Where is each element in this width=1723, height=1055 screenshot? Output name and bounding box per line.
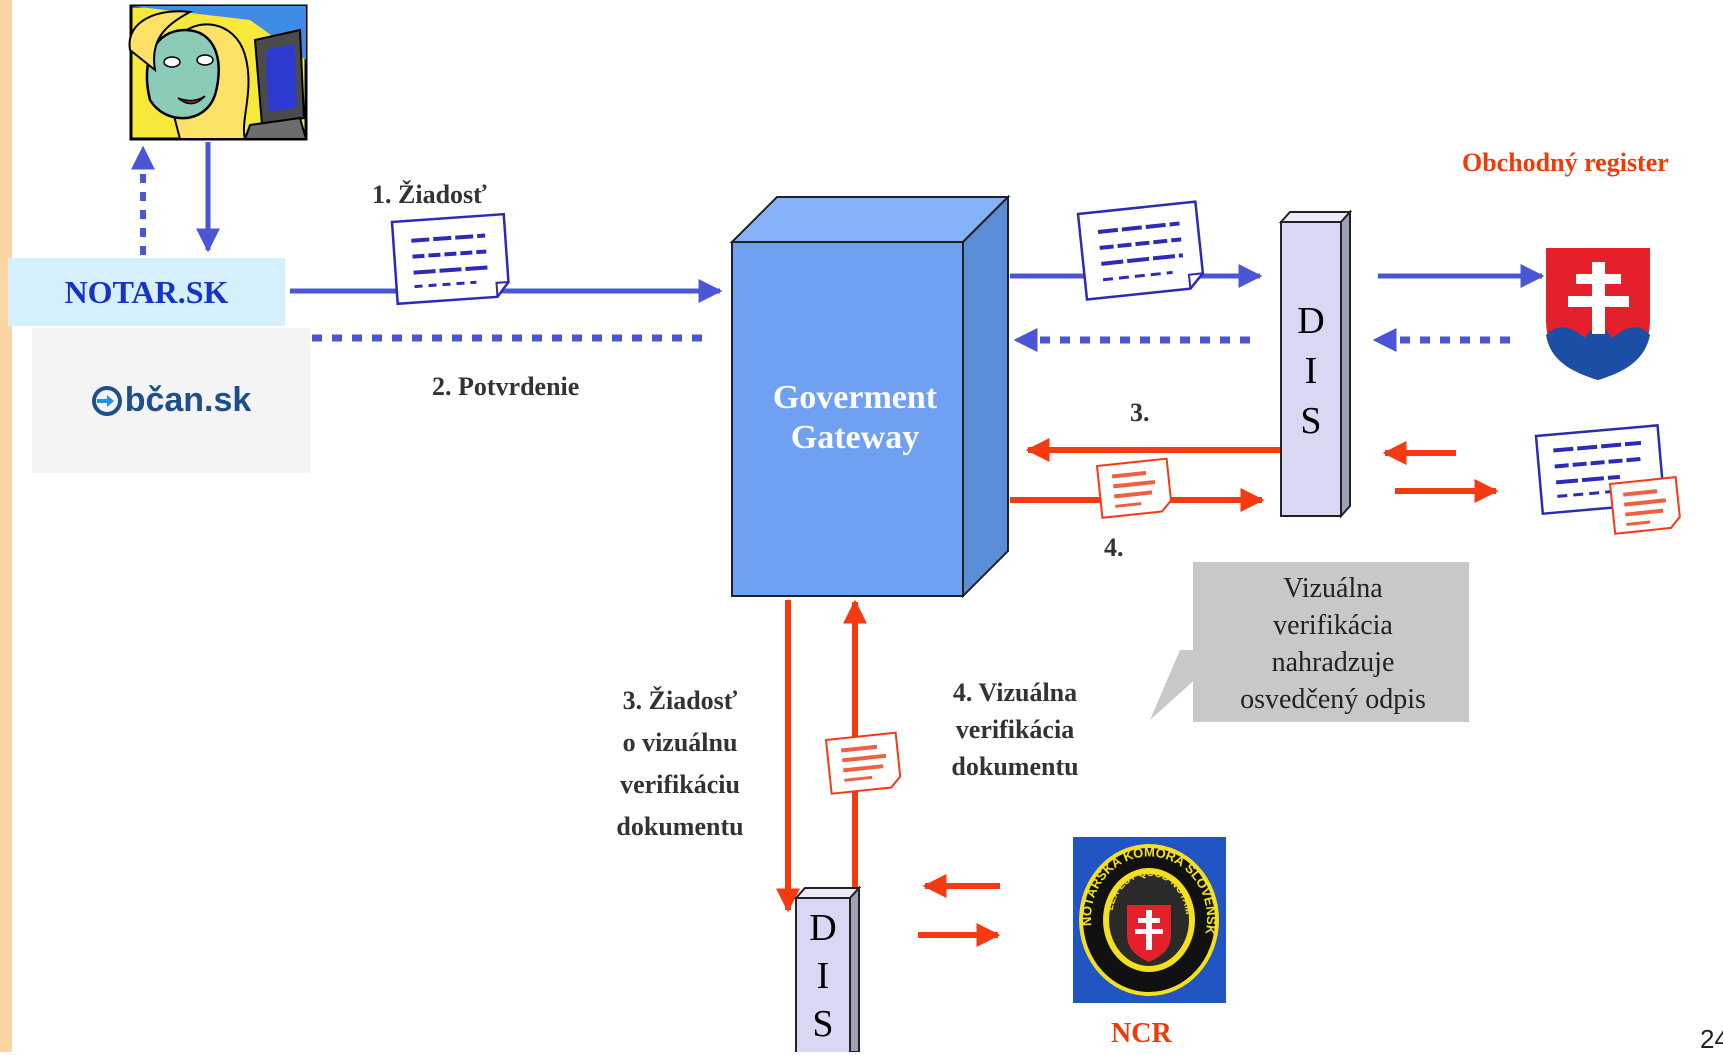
register-label: Obchodný register <box>1462 148 1669 177</box>
register-verification-doc-icon <box>1608 476 1681 535</box>
login-arrow-icon <box>91 385 122 416</box>
dis-right-box <box>1278 209 1353 519</box>
callout-box <box>1150 562 1469 722</box>
obcan-logo-text: bčan.sk <box>91 381 252 420</box>
step4-line: verifikácia <box>955 715 1075 744</box>
notar-sk-node: NOTAR.SK <box>8 258 285 326</box>
callout-line: verifikácia <box>1273 610 1393 641</box>
dis-bottom-letter: D <box>809 907 837 949</box>
obcan-logo: bčan.sk <box>32 328 310 473</box>
obcan-label: bčan.sk <box>124 381 252 419</box>
confirmation-label: 2. Potvrdenie <box>432 372 580 401</box>
dis-right-letter: I <box>1304 350 1318 392</box>
callout-line: nahradzuje <box>1271 647 1395 678</box>
verification-document-icon <box>1095 457 1173 519</box>
step3-line: verifikáciu <box>620 770 740 799</box>
ncr-label: NCR <box>1111 1018 1172 1049</box>
government-gateway-box <box>729 194 1011 599</box>
dis-bottom-label: D I S <box>796 904 850 1048</box>
step3-description: 3. Žiadosť o vizuálnu verifikáciu dokume… <box>590 680 770 848</box>
forwarded-document-icon <box>1076 200 1205 301</box>
step3-line: dokumentu <box>616 812 744 841</box>
callout-line: osvedčený odpis <box>1240 684 1426 715</box>
dis-right-letter: D <box>1297 300 1325 342</box>
notar-sk-label: NOTAR.SK <box>64 273 229 310</box>
dis-right-label: D I S <box>1281 296 1341 446</box>
callout-text: Vizuálna verifikácia nahradzuje osvedčen… <box>1195 570 1471 718</box>
page-number: 24 <box>1700 1024 1723 1054</box>
dis-bottom-box <box>793 885 862 1052</box>
slovak-coat-of-arms-icon <box>1546 248 1650 380</box>
dis-bottom-letter: I <box>816 955 830 997</box>
dis-bottom-letter: S <box>812 1003 834 1045</box>
request-document-icon <box>390 212 510 306</box>
request-label: 1. Žiadosť <box>372 180 487 209</box>
step3-line: o vizuálnu <box>622 728 738 757</box>
step4-line: 4. Vizuálna <box>952 678 1078 707</box>
step4-line: dokumentu <box>951 752 1079 781</box>
user-at-computer-image <box>128 4 308 141</box>
dis-right-letter: S <box>1300 400 1322 442</box>
vertical-verification-doc-icon <box>824 731 902 795</box>
callout-line: Vizuálna <box>1283 573 1383 604</box>
step4-description: 4. Vizuálna verifikácia dokumentu <box>925 674 1105 785</box>
step3-label: 3. <box>1130 398 1150 427</box>
step4-label: 4. <box>1104 533 1124 562</box>
step3-line: 3. Žiadosť <box>622 686 738 715</box>
